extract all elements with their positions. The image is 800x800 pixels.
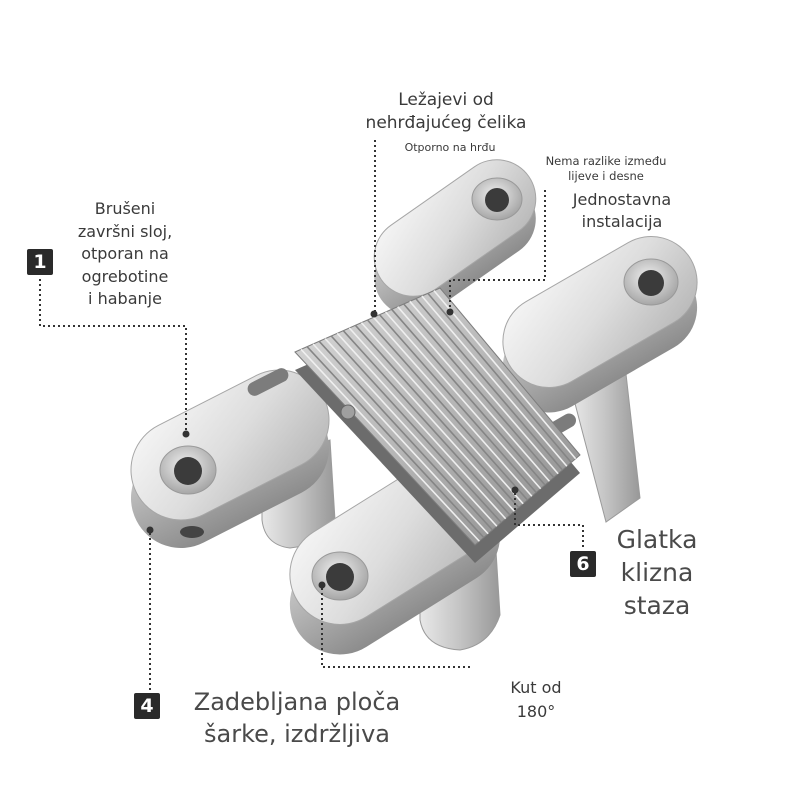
hinge-body [294,287,581,563]
badge-plate: 4 [134,693,160,719]
body-rib [342,330,511,516]
body-rib [415,298,564,471]
body-rib [378,314,537,494]
label-finish-line: otporan na [81,244,169,263]
label-angle-line1: Kut od [510,678,562,697]
badge-finish: 1 [27,249,53,275]
axle [247,368,289,396]
body-rib [403,303,555,479]
pivot-pin [340,404,356,420]
label-bearings-line1: Ležajevi od [398,90,494,110]
body-rib [372,316,533,497]
body-rib [397,306,550,482]
body-rib [385,311,542,490]
label-bearings-line2: nehrđajućeg čelika [365,113,527,133]
leader-symmetry [449,190,546,309]
label-installation: Jednostavna instalacija [573,189,671,233]
label-finish-line: ogrebotine [81,266,169,286]
label-angle: Kut od 180° [510,676,561,724]
label-finish-line: Brušeni [94,199,156,218]
label-track-line: staza [623,591,691,620]
label-symmetry-line1: Nema razlike između [545,154,667,168]
leader-track [514,493,584,548]
leader-dot-bearings [370,310,378,318]
hinge-arm-top-back [373,159,537,317]
label-installation-line2: instalacija [581,212,663,231]
body-rib [336,332,507,520]
leader-finish [39,279,187,431]
hinge-arm-right [502,236,698,523]
label-finish-line: i habanje [88,289,162,308]
body-rib [391,308,546,486]
leader-plate [321,588,470,668]
body-rib [306,346,485,539]
label-finish-line: završni sloj, [77,221,173,241]
body-rib [433,290,577,460]
body-rib [348,327,515,512]
leader-dot-plate [318,581,326,589]
body-rib [421,295,568,467]
label-plate-line2: šarke, izdržljiva [203,720,391,748]
label-installation-line1: Jednostavna [572,190,672,209]
label-plate: Zadebljana ploča šarke, izdržljiva [194,686,400,750]
body-rib [330,335,502,524]
label-symmetry: Nema razlike između lijeve i desne [546,154,667,184]
body-rib [354,324,520,509]
label-track-line: klizna [620,558,694,587]
leader-dot-track [511,486,519,494]
hinge-arm-left-front [130,369,336,549]
label-angle-line2: 180° [516,702,556,721]
label-finish: Brušeni završni sloj, otporan na ogrebot… [78,198,172,311]
body-rib [300,348,480,542]
leader-dot-plate-edge [146,526,154,534]
leader-dot-finish [182,430,190,438]
label-track: Glatka klizna staza [617,523,698,622]
body-rib [360,322,524,505]
body-rib [366,319,529,501]
body-rib [312,343,489,535]
label-bearings: Ležajevi od nehrđajućeg čelika [366,89,527,135]
side-slot [180,526,204,538]
body-ribs [300,290,577,542]
body-rib [318,340,494,531]
label-symmetry-line2: lijeve i desne [568,169,644,183]
label-track-line: Glatka [616,525,698,554]
label-bearings-note: Otporno na hrđu [404,141,496,154]
badge-track: 6 [570,551,596,577]
leader-dot-symmetry [446,308,454,316]
body-rib [427,292,572,464]
body-rib [409,300,559,475]
body-rib [324,338,498,527]
label-plate-line1: Zadebljana ploča [193,688,401,716]
